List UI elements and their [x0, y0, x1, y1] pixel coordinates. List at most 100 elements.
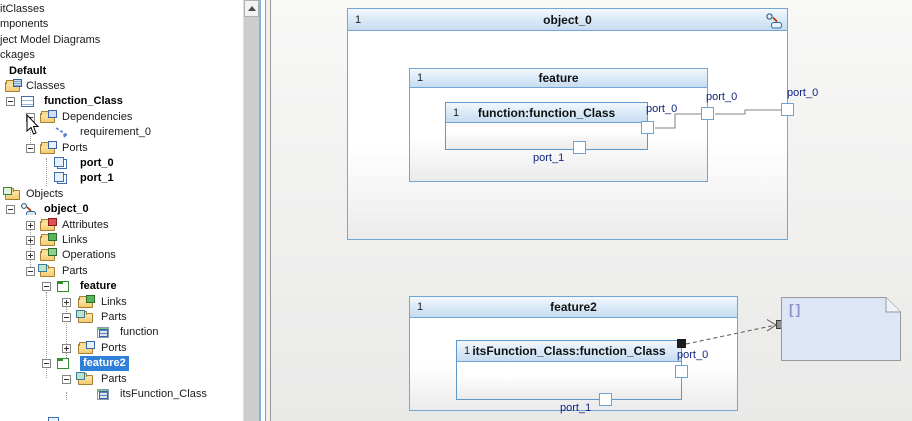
tree-item-port-0[interactable]: port_0 [0, 156, 243, 171]
tree-item-port-1[interactable]: port_1 [0, 171, 243, 186]
dependency-arrow-icon [55, 127, 68, 139]
tree-connector [30, 122, 31, 151]
tree-item-classes[interactable]: Classes [0, 79, 243, 94]
tree-item-object-0[interactable]: object_0 [0, 202, 243, 217]
expand-toggle-icon[interactable] [26, 220, 35, 230]
collapse-toggle-icon[interactable] [6, 97, 15, 107]
port-label: port_0 [646, 103, 678, 115]
tree-item-links[interactable]: Links [0, 233, 243, 248]
multiplicity-label: 1 [417, 72, 424, 84]
tree-item-label: Parts [101, 311, 127, 323]
operations-folder-icon [40, 248, 57, 262]
part-icon [57, 281, 69, 293]
function-port1-square[interactable] [573, 141, 586, 154]
model-browser-panel: itClasses mponents ject Model Diagrams c… [0, 0, 243, 421]
port-label: port_0 [706, 91, 738, 103]
scroll-up-button[interactable] [244, 0, 259, 17]
tree-item-feature-parts[interactable]: Parts [0, 310, 243, 325]
expand-toggle-icon[interactable] [62, 297, 71, 307]
multiplicity-label: 1 [355, 14, 362, 26]
tree-item-feature-ports[interactable]: Ports [0, 340, 243, 356]
part-instance-icon [97, 327, 109, 339]
tree-item-object-model-diagrams[interactable]: ject Model Diagrams [0, 33, 243, 48]
collapse-toggle-icon[interactable] [62, 313, 71, 322]
tree-item-label: Default [9, 64, 47, 77]
tree-item-requirement-0[interactable]: requirement_0 [0, 125, 243, 140]
collapse-toggle-icon[interactable] [26, 143, 35, 153]
itsfunction-port1-square[interactable] [599, 393, 612, 406]
ports-folder-icon [78, 340, 95, 354]
itsfunction-title: itsFunction_Class:function_Class [472, 344, 666, 358]
tree-scrollbar[interactable] [243, 0, 259, 421]
dependencies-folder-icon [40, 109, 57, 123]
tree-item-feature[interactable]: feature [0, 279, 243, 294]
tree-item-operations[interactable]: Operations [0, 248, 243, 263]
tree-item-label: port_1 [80, 172, 114, 185]
feature-port0-square[interactable] [701, 107, 714, 120]
collapse-toggle-icon[interactable] [62, 374, 71, 384]
tree-item-function-class[interactable]: function_Class [0, 94, 243, 109]
tree-item-objects[interactable]: Objects [0, 186, 243, 202]
multiplicity-label: 1 [417, 301, 424, 313]
port-label: port_1 [560, 402, 592, 414]
tree-connector [46, 292, 47, 378]
class-icon [21, 96, 34, 108]
tree-item-label: ckages [0, 49, 35, 62]
collapse-toggle-icon[interactable] [26, 266, 35, 276]
itsfunction-port0-square[interactable] [675, 365, 688, 378]
collapse-toggle-icon[interactable] [42, 359, 51, 369]
diagram-canvas[interactable]: 1 object_0 1 feature 1 function:functi [271, 0, 912, 421]
tree-item-label: port_0 [80, 157, 114, 169]
panel-splitter[interactable] [265, 0, 271, 421]
tree-item-label: Links [62, 234, 88, 246]
port-icon [54, 172, 67, 185]
multiplicity-label: 1 [453, 107, 460, 119]
tree-item-default-package[interactable]: Default [0, 64, 243, 79]
tree-item-label: feature [80, 280, 117, 293]
tree-item-label: function [120, 326, 159, 339]
tree-item-feature-links[interactable]: Links [0, 294, 243, 310]
object-instance-icon [766, 13, 782, 29]
collapse-toggle-icon[interactable] [6, 205, 15, 215]
tree-item-label: Attributes [62, 218, 109, 231]
tree-connector [46, 158, 47, 186]
tree-item-label: Links [101, 295, 127, 308]
tree-item-attributes[interactable]: Attributes [0, 217, 243, 233]
tree-item-function-part[interactable]: function [0, 325, 243, 340]
part-icon [57, 358, 69, 370]
expand-toggle-icon[interactable] [26, 251, 35, 261]
comment-glyph: [] [789, 301, 802, 317]
tree-connector [66, 392, 67, 400]
tree-item-packages[interactable]: ckages [0, 48, 243, 63]
tree-item-label: Objects [26, 187, 64, 200]
links-folder-icon [78, 294, 95, 308]
object0-port0-square[interactable] [781, 103, 794, 116]
tree-item-label: Dependencies [62, 110, 133, 123]
object-instance-icon [21, 203, 36, 216]
tree-item-label: function_Class [44, 95, 123, 108]
tree-item-itclasses[interactable]: itClasses [0, 2, 243, 17]
tree-item-label: requirement_0 [80, 126, 151, 139]
itsfunction-box[interactable]: 1 itsFunction_Class:function_Class [456, 340, 682, 400]
tree-item-components[interactable]: mponents [0, 17, 243, 32]
tree-item-feature2-parts[interactable]: Parts [0, 371, 243, 387]
tree-item-label: Classes [26, 80, 66, 92]
tree-item-ports[interactable]: Ports [0, 140, 243, 156]
expand-toggle-icon[interactable] [26, 236, 35, 245]
tree-item-itsfunction-class[interactable]: itsFunction_Class [0, 387, 243, 402]
tree-item-dependencies[interactable]: Dependencies [0, 109, 243, 125]
collapse-toggle-icon[interactable] [42, 282, 51, 292]
tree-item-feature2[interactable]: feature2 [0, 356, 243, 372]
port-label: port_0 [787, 87, 819, 99]
tree-item-parts[interactable]: Parts [0, 263, 243, 279]
function-box[interactable]: 1 function:function_Class [445, 102, 648, 150]
expand-toggle-icon[interactable] [62, 343, 71, 353]
anchor-source-handle[interactable] [677, 339, 686, 348]
multiplicity-label: 1 [464, 345, 471, 357]
comment-note[interactable]: [] [781, 297, 901, 361]
tree-item-label: feature2 [80, 356, 129, 372]
objects-folder-icon [3, 186, 20, 200]
tree-connector [66, 306, 67, 358]
function-port0-square[interactable] [641, 121, 654, 134]
